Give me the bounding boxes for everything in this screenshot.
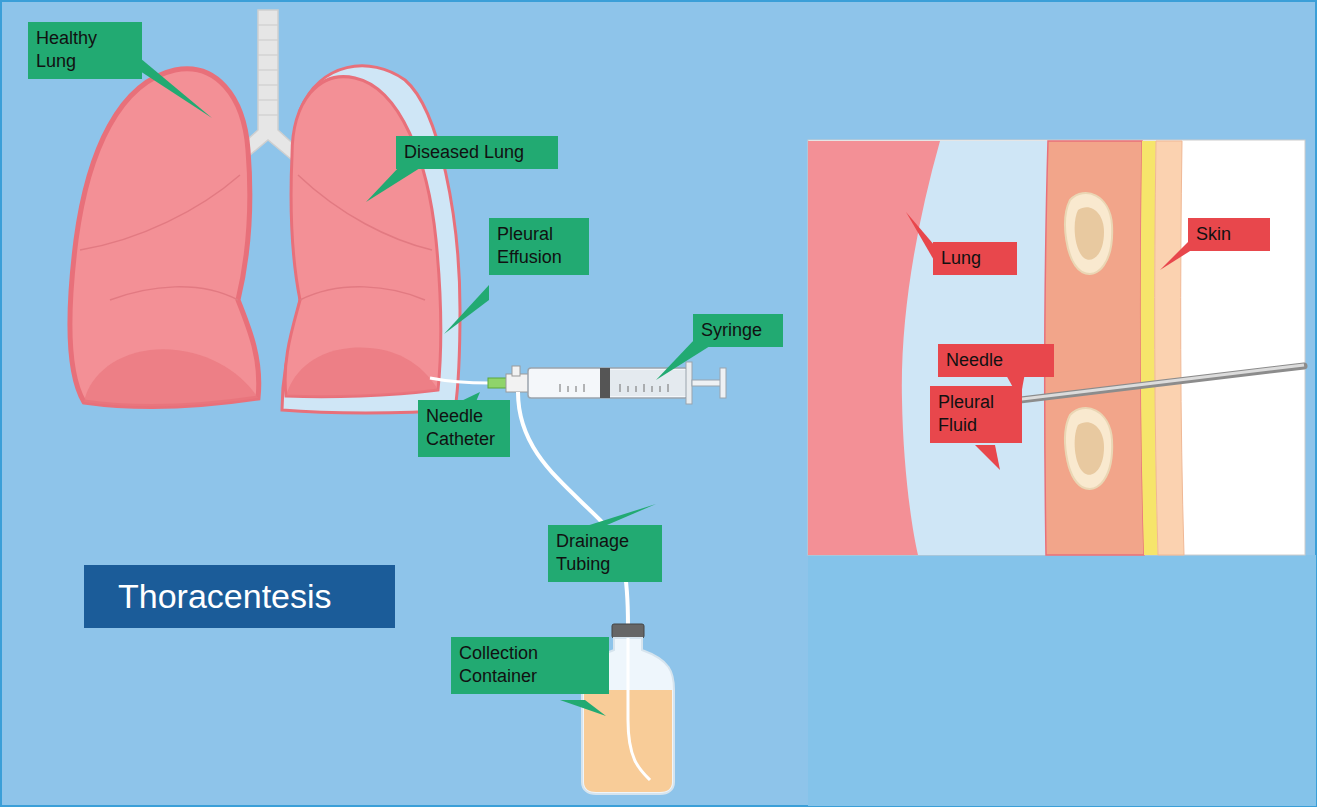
collection-container-callout: Collection Container — [451, 637, 609, 694]
needle-catheter-callout: Needle Catheter — [418, 400, 510, 457]
diseased-lung-callout: Diseased Lung — [396, 136, 558, 169]
drainage-tubing-callout: Drainage Tubing — [548, 525, 662, 582]
callout-label: Healthy Lung — [36, 27, 134, 74]
syringe-callout: Syringe — [693, 314, 783, 347]
callout-label: Diseased Lung — [404, 141, 550, 164]
lung-callout: Lung — [933, 242, 1017, 275]
callout-label: Pleural Effusion — [497, 223, 581, 270]
title-banner: Thoracentesis — [84, 565, 395, 628]
callout-label: Drainage Tubing — [556, 530, 654, 577]
skin-callout: Skin — [1188, 218, 1270, 251]
pleural-effusion-callout: Pleural Effusion — [489, 218, 589, 275]
callout-label: Lung — [941, 247, 1009, 270]
healthy-lung-callout: Healthy Lung — [28, 22, 142, 79]
callout-label: Pleural Fluid — [938, 391, 1014, 438]
callout-label: Needle — [946, 349, 1046, 372]
callout-label: Skin — [1196, 223, 1262, 246]
needle-callout: Needle — [938, 344, 1054, 377]
callout-label: Syringe — [701, 319, 775, 342]
pleural-fluid-callout: Pleural Fluid — [930, 386, 1022, 443]
callout-label: Needle Catheter — [426, 405, 502, 452]
callout-label: Collection Container — [459, 642, 601, 689]
